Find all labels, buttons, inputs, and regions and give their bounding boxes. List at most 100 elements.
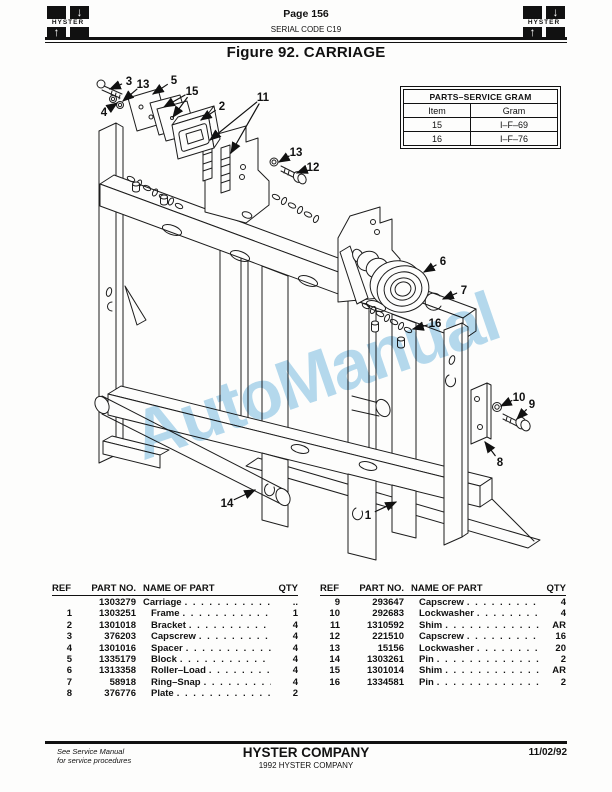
load-roller xyxy=(352,248,430,313)
callout-number: 9 xyxy=(529,399,535,411)
dot-leader xyxy=(437,654,539,665)
cell-qty: 4 xyxy=(292,665,298,677)
callout-arrow xyxy=(441,290,458,300)
callout-arrow xyxy=(162,94,186,108)
fork-vertical-bars-lower xyxy=(102,435,417,561)
cell-qty: .. xyxy=(292,597,298,608)
dot-leader xyxy=(189,620,271,631)
dot-leader xyxy=(183,608,271,619)
callout-number: 3 xyxy=(126,76,132,88)
up-arrow-icon xyxy=(47,24,66,40)
cell-part-no: 1334581 xyxy=(367,676,404,688)
callout-arrow xyxy=(499,396,513,407)
callout-number: 14 xyxy=(221,498,234,510)
service-note-line1: See Service Manual xyxy=(57,747,125,756)
callout-arrow xyxy=(374,501,398,513)
cell-name: Lockwasher xyxy=(419,642,474,654)
col-ref: REF xyxy=(320,583,339,594)
callout-arrow xyxy=(105,102,118,114)
cell-name: Ring–Snap xyxy=(151,676,201,688)
parts-row: 161334581Pin2 xyxy=(320,677,566,688)
cell-qty: 4 xyxy=(292,654,298,666)
cell-ref: 12 xyxy=(329,631,340,643)
hyster-logo-left: HYSTER xyxy=(46,4,90,40)
cell-ref: 9 xyxy=(334,597,340,608)
cell-part-no: 1301016 xyxy=(99,642,136,654)
cell-qty: AR xyxy=(552,619,566,631)
parts-row: 41301016Spacer4 xyxy=(52,643,298,654)
down-arrow-icon xyxy=(70,4,89,20)
dot-leader xyxy=(180,654,271,665)
callout-number: 13 xyxy=(290,147,303,159)
cell-name: Bracket xyxy=(151,619,186,631)
cell-qty: 4 xyxy=(560,597,566,608)
callout-number: 13 xyxy=(137,79,150,91)
copyright-line: 1992 HYSTER COMPANY xyxy=(258,761,354,770)
cell-part-no: 15156 xyxy=(377,642,404,654)
gram-cell-gram: I–F–76 xyxy=(470,131,558,146)
logo-square xyxy=(47,6,66,20)
parts-row: 3376203Capscrew4 xyxy=(52,631,298,642)
cell-part-no: 58918 xyxy=(109,676,136,688)
logo-squares xyxy=(523,4,565,40)
callout-arrow xyxy=(230,103,260,155)
parts-row: 151301014ShimAR xyxy=(320,665,566,676)
cell-part-no: 1303279 xyxy=(99,597,136,608)
parts-row: 1303279 Carriage.. xyxy=(52,597,298,608)
right-upright-post xyxy=(443,322,469,546)
col-qty: QTY xyxy=(546,583,566,594)
col-ref: REF xyxy=(52,583,71,594)
cell-qty: 4 xyxy=(292,619,298,631)
down-arrow-icon xyxy=(546,4,565,20)
callout-arrow xyxy=(200,109,216,121)
parts-row: 141303261Pin2 xyxy=(320,654,566,665)
dot-leader xyxy=(477,643,539,654)
callout-number: 1 xyxy=(365,510,372,522)
cell-name: Carriage xyxy=(143,597,182,608)
header-rule-thin xyxy=(45,41,567,43)
carriage-chain-left xyxy=(126,175,184,210)
carriage-chain-right xyxy=(361,302,413,349)
service-note: See Service Manual for service procedure… xyxy=(57,747,131,765)
cell-part-no: 293647 xyxy=(372,597,404,608)
parts-row: 11303251Frame1 xyxy=(52,608,298,619)
parts-row: 1315156Lockwasher20 xyxy=(320,643,566,654)
cell-ref: 7 xyxy=(66,676,72,688)
logo-square xyxy=(523,6,542,20)
cell-ref: 15 xyxy=(329,665,340,677)
mounting-plate xyxy=(470,382,492,445)
callout-number: 12 xyxy=(307,162,320,174)
dot-leader xyxy=(437,677,539,688)
cell-qty: 2 xyxy=(560,676,566,688)
parts-row: 9293647Capscrew4 xyxy=(320,597,566,608)
gram-cell-gram: I–F–69 xyxy=(470,117,558,132)
cell-qty: 2 xyxy=(292,688,298,700)
cell-ref: 5 xyxy=(66,654,72,666)
parts-table-header: REF PART NO. NAME OF PART QTY xyxy=(52,583,298,596)
gram-col-gram: Gram xyxy=(470,103,558,118)
cell-part-no: 221510 xyxy=(372,631,404,643)
col-name: NAME OF PART xyxy=(411,583,483,594)
cell-qty: 4 xyxy=(292,631,298,643)
dot-leader xyxy=(199,631,271,642)
callout-arrow xyxy=(277,152,291,163)
cell-part-no: 292683 xyxy=(372,608,404,620)
callout-arrow xyxy=(295,164,309,174)
callout-number: 10 xyxy=(513,392,526,404)
callout-number: 4 xyxy=(101,107,108,119)
cell-qty: 4 xyxy=(560,608,566,620)
callout-arrow xyxy=(172,96,188,118)
dot-leader xyxy=(186,643,271,654)
cell-part-no: 1301018 xyxy=(99,619,136,631)
cell-part-no: 1313358 xyxy=(99,665,136,677)
callout-number: 11 xyxy=(257,92,270,104)
lockwasher-capscrew xyxy=(492,402,531,432)
callout-number: 6 xyxy=(440,256,446,268)
cell-ref: 10 xyxy=(329,608,340,620)
cell-ref: 13 xyxy=(329,642,340,654)
cell-name: Block xyxy=(151,654,177,666)
snap-ring xyxy=(424,292,442,311)
pin-rear xyxy=(351,395,391,418)
cell-name: Pin xyxy=(419,676,434,688)
